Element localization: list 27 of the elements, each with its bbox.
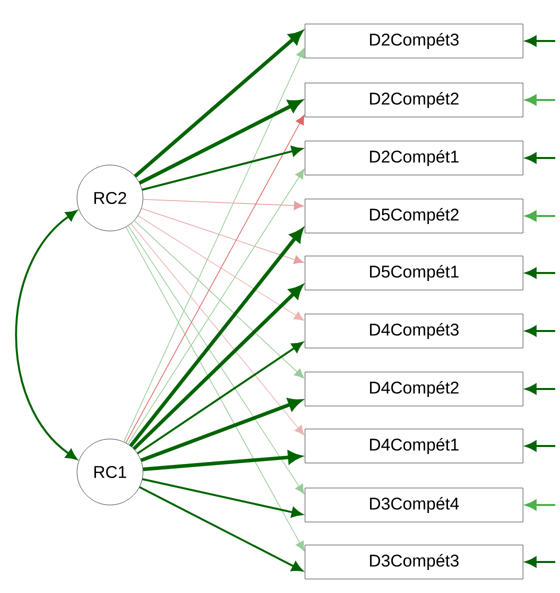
residual-arrow [526,94,556,106]
indicator-box: D5Compét2 [304,198,524,234]
loading-arrow [139,486,303,572]
loading-arrow [141,208,304,264]
residual-arrow [526,152,556,164]
residual-arrow [526,440,556,452]
indicator-box: D3Compét3 [304,544,524,580]
residual-arrow [526,326,556,336]
residual-arrow [526,556,556,568]
indicator-box: D5Compét1 [304,256,524,290]
covariance-arrow [15,210,78,460]
loading-arrow [142,478,302,518]
residual-arrow [526,384,556,394]
indicator-box: D2Compét3 [304,24,524,58]
indicator-box: D4Compét2 [304,372,524,406]
loading-arrow [138,215,304,321]
indicator-box: D3Compét4 [304,488,524,522]
indicator-box: D4Compét3 [304,314,524,348]
loading-arrow [134,220,304,378]
indicator-box: D2Compét2 [304,82,524,118]
residual-arrow [526,36,556,46]
residual-arrow [526,500,556,510]
residual-arrow [526,210,556,222]
residual-arrow [526,268,556,278]
loading-arrow [142,198,304,210]
indicator-box: D4Compét1 [304,428,524,464]
indicator-box: D2Compét1 [304,140,524,176]
